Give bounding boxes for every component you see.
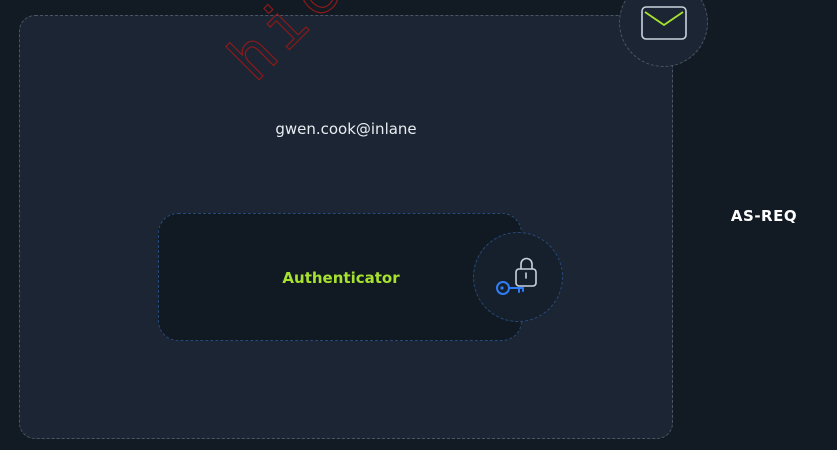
key-lock-badge	[473, 232, 563, 322]
key-lock-icon	[496, 257, 537, 295]
principal-label: gwen.cook@inlane	[275, 120, 417, 138]
authenticator-panel: Authenticator	[158, 213, 522, 341]
envelope-badge	[619, 0, 708, 67]
envelope-icon	[641, 6, 687, 40]
as-req-label: AS-REQ	[730, 207, 798, 225]
authenticator-label: Authenticator	[282, 269, 400, 287]
